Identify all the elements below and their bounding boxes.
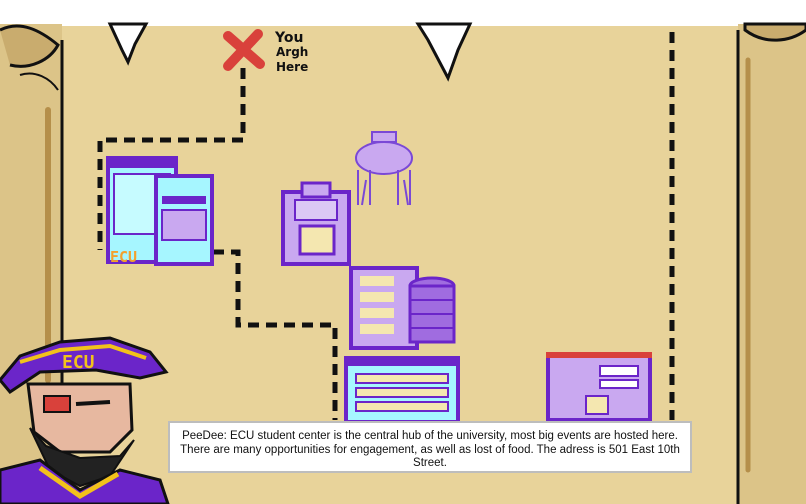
tower-building[interactable]	[349, 266, 456, 350]
marker-label-line2: Argh	[276, 45, 308, 59]
top-strip	[0, 0, 806, 26]
cupola-monument[interactable]	[355, 131, 413, 206]
library-building[interactable]: ECU	[106, 156, 214, 266]
student-center-building[interactable]	[344, 356, 460, 424]
hat-letters: ECU	[62, 352, 95, 373]
torn-top-decoration	[107, 22, 473, 82]
you-are-here-marker[interactable]: You Argh Here	[223, 29, 308, 74]
chapel-building[interactable]	[281, 181, 351, 266]
library-sign: ECU	[110, 248, 137, 266]
right-scroll-roll	[736, 22, 806, 504]
dialog-text: PeeDee: ECU student center is the centra…	[180, 430, 680, 469]
dialog-box[interactable]: PeeDee: ECU student center is the centra…	[168, 421, 692, 473]
marker-label-line1: You	[274, 30, 303, 46]
eyepatch-icon	[43, 395, 71, 413]
small-hall-building[interactable]	[546, 352, 652, 422]
map-path	[97, 32, 675, 420]
marker-label-line3: Here	[276, 60, 308, 74]
pirate-mascot: ECU	[0, 336, 170, 504]
x-marker-icon	[223, 29, 265, 71]
